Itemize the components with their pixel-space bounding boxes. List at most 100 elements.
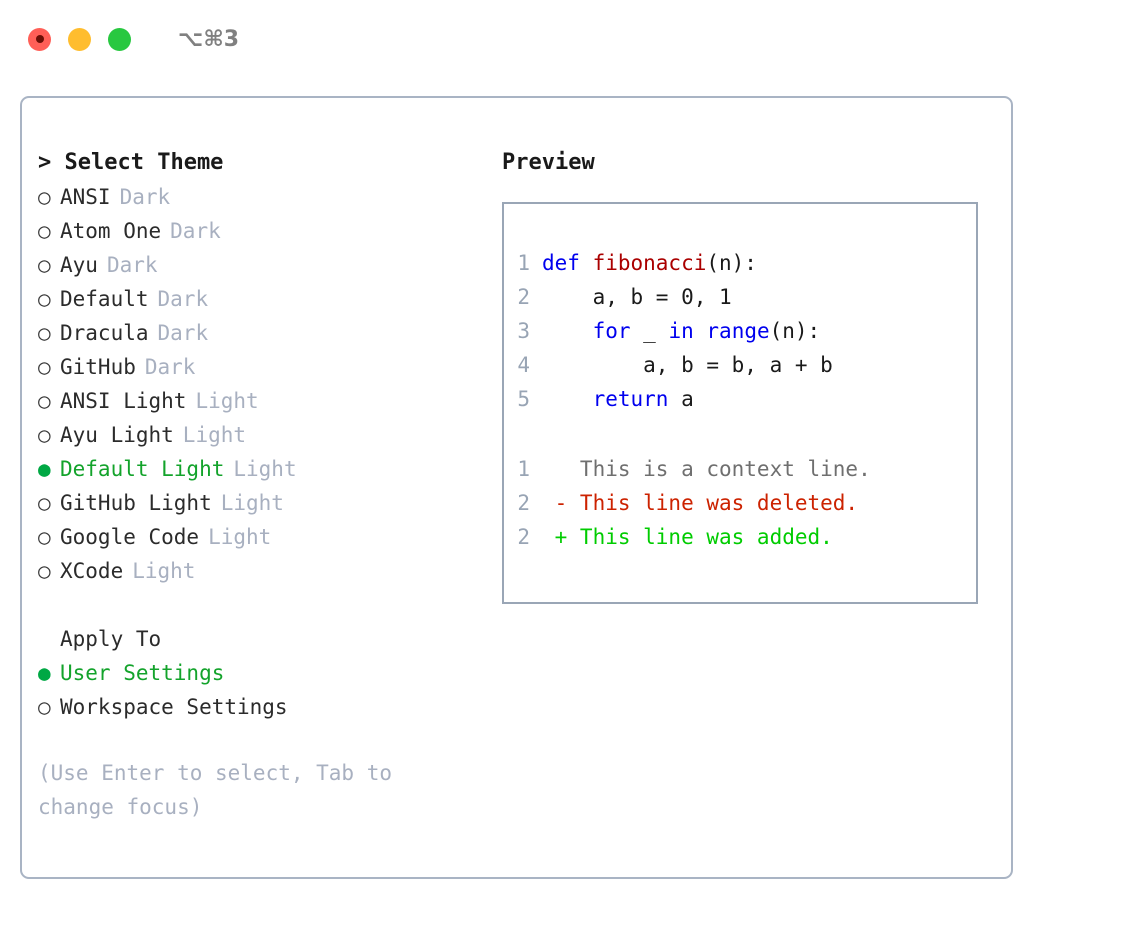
- theme-list-item[interactable]: ○ Atom One Dark: [38, 214, 498, 248]
- diff-line: 2 + This line was added.: [516, 520, 970, 554]
- code-token: in: [668, 319, 694, 343]
- select-theme-heading: > Select Theme: [38, 150, 224, 175]
- diff-line-number: 2: [517, 525, 530, 549]
- traffic-light-group: [28, 27, 131, 51]
- theme-list-item[interactable]: ○ XCode Light: [38, 554, 498, 588]
- radio-unselected-icon: ○: [38, 491, 51, 515]
- theme-mode-label: Dark: [157, 321, 209, 345]
- close-button-icon[interactable]: [28, 27, 51, 51]
- window-titlebar: ⌥⌘3: [0, 0, 1140, 78]
- theme-mode-label: Dark: [119, 185, 171, 209]
- radio-unselected-icon: ○: [38, 559, 51, 583]
- radio-selected-icon: ●: [38, 457, 51, 481]
- diff-line-text: - This line was deleted.: [542, 491, 859, 515]
- apply-to-heading: Apply To: [60, 627, 162, 651]
- code-token: for: [592, 319, 631, 343]
- code-token: (n):: [706, 251, 757, 275]
- theme-mode-label: Light: [208, 525, 272, 549]
- diff-line-text: This is a context line.: [542, 457, 871, 481]
- diff-line-number: 2: [517, 491, 530, 515]
- diff-line-text: + This line was added.: [542, 525, 833, 549]
- theme-name-label: ANSI: [60, 185, 111, 209]
- code-token: return: [592, 387, 669, 411]
- code-token: def: [542, 251, 593, 275]
- radio-unselected-icon: ○: [38, 389, 51, 413]
- theme-mode-label: Light: [195, 389, 259, 413]
- code-token: fibonacci: [592, 251, 707, 275]
- code-token: a: [668, 387, 694, 411]
- code-token: [694, 319, 707, 343]
- minimize-button-icon[interactable]: [68, 27, 91, 51]
- code-token: a, b = b, a + b: [542, 353, 833, 377]
- radio-unselected-icon: ○: [38, 287, 51, 311]
- theme-name-label: ANSI Light: [60, 389, 187, 413]
- theme-list-item[interactable]: ○ ANSI Light Light: [38, 384, 498, 418]
- theme-name-label: Ayu Light: [60, 423, 174, 447]
- diff-line-number: 1: [517, 457, 530, 481]
- code-line: 4 a, b = b, a + b: [516, 348, 970, 382]
- apply-to-option[interactable]: ○ Workspace Settings: [38, 690, 498, 724]
- apply-to-option[interactable]: ● User Settings: [38, 656, 498, 690]
- theme-list-item[interactable]: ○ GitHub Dark: [38, 350, 498, 384]
- radio-unselected-icon: ○: [38, 695, 51, 719]
- window-title: ⌥⌘3: [178, 26, 240, 52]
- apply-to-list: ● User Settings ○ Workspace Settings: [38, 656, 498, 724]
- code-token: [542, 387, 593, 411]
- theme-mode-label: Dark: [157, 287, 209, 311]
- preview-heading: Preview: [502, 150, 595, 175]
- maximize-button-icon[interactable]: [108, 27, 131, 51]
- theme-name-label: XCode: [60, 559, 124, 583]
- list-spacer: [38, 588, 498, 622]
- theme-name-label: GitHub: [60, 355, 136, 379]
- close-dot-icon: [35, 35, 44, 43]
- theme-list-item[interactable]: ○ Google Code Light: [38, 520, 498, 554]
- theme-list-item[interactable]: ○ Dracula Dark: [38, 316, 498, 350]
- code-line-number: 1: [517, 251, 530, 275]
- radio-selected-icon: ●: [38, 661, 51, 685]
- theme-list-item[interactable]: ○ GitHub Light Light: [38, 486, 498, 520]
- theme-name-label: Atom One: [60, 219, 162, 243]
- code-line: 3 for _ in range(n):: [516, 314, 970, 348]
- code-token: (n):: [769, 319, 821, 343]
- radio-unselected-icon: ○: [38, 321, 51, 345]
- apply-to-label: User Settings: [60, 661, 225, 685]
- theme-mode-label: Light: [132, 559, 196, 583]
- theme-name-label: Dracula: [60, 321, 149, 345]
- theme-list-item[interactable]: ○ Ayu Light Light: [38, 418, 498, 452]
- code-line: 1 def fibonacci(n):: [516, 246, 970, 280]
- theme-mode-label: Dark: [170, 219, 221, 243]
- code-line-number: 5: [517, 387, 530, 411]
- code-token: [542, 319, 593, 343]
- radio-unselected-icon: ○: [38, 355, 51, 379]
- radio-unselected-icon: ○: [38, 423, 51, 447]
- diff-line: 2 - This line was deleted.: [516, 486, 970, 520]
- radio-unselected-icon: ○: [38, 525, 51, 549]
- theme-name-label: Default Light: [60, 457, 225, 481]
- diff-sample: 1 This is a context line. 2 - This line w…: [516, 452, 970, 554]
- radio-unselected-icon: ○: [38, 253, 51, 277]
- apply-to-label: Workspace Settings: [60, 695, 288, 719]
- theme-name-label: Default: [60, 287, 149, 311]
- code-token: a, b = 0, 1: [542, 285, 732, 309]
- code-token: _: [630, 319, 669, 343]
- theme-mode-label: Light: [220, 491, 284, 515]
- theme-list-item[interactable]: ○ Default Dark: [38, 282, 498, 316]
- theme-mode-label: Dark: [144, 355, 196, 379]
- keyboard-hint-text: (Use Enter to select, Tab to change focu…: [38, 761, 405, 819]
- theme-name-label: Ayu: [60, 253, 98, 277]
- theme-name-label: Google Code: [60, 525, 200, 549]
- code-line: 5 return a: [516, 382, 970, 416]
- theme-name-label: GitHub Light: [60, 491, 212, 515]
- radio-unselected-icon: ○: [38, 219, 51, 243]
- theme-mode-label: Light: [182, 423, 247, 447]
